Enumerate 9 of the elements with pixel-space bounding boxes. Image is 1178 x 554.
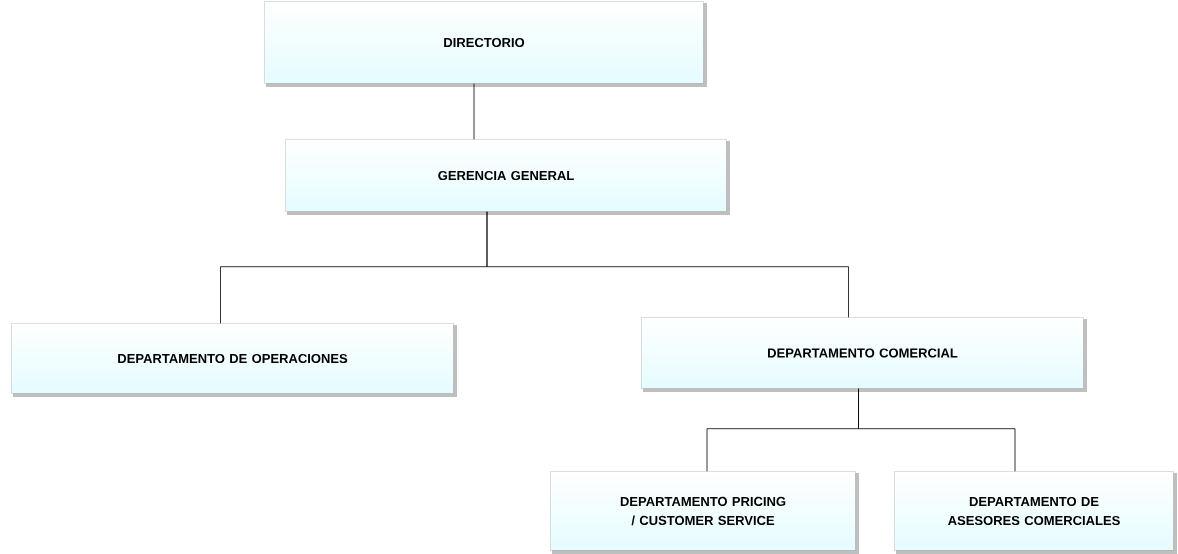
- connector-line: [473, 83, 475, 140]
- connector-line: [858, 388, 1016, 472]
- org-box: DEPARTAMENTO COMERCIAL: [641, 317, 1084, 389]
- org-box: DEPARTAMENTO DE OPERACIONES: [11, 323, 454, 394]
- connector-line: [486, 211, 849, 318]
- org-box: DEPARTAMENTO DE ASESORES COMERCIALES: [894, 471, 1174, 551]
- org-box: GERENCIA GENERAL: [285, 139, 727, 212]
- org-box: DEPARTAMENTO PRICING / CUSTOMER SERVICE: [550, 471, 856, 551]
- org-box: DIRECTORIO: [264, 1, 704, 84]
